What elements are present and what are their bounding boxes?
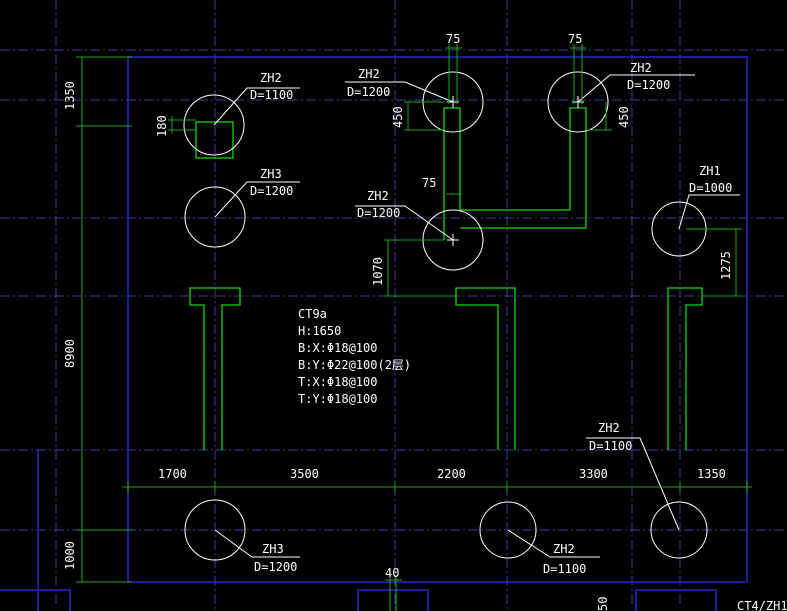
dim-bottom: 1700	[158, 467, 187, 481]
pile-centers	[447, 96, 584, 246]
pile-2	[547, 71, 609, 133]
dim-180: 180	[155, 115, 169, 137]
pile-label-dia: D=1100	[250, 88, 293, 102]
dim-75: 75	[422, 176, 436, 190]
pile-square-marker	[195, 121, 234, 159]
pile-label-type: ZH2	[260, 71, 282, 85]
dim-bottom: 3500	[290, 467, 319, 481]
column-2	[455, 287, 516, 450]
dim-1275: 1275	[719, 251, 733, 280]
dim-right-small: 50	[596, 597, 610, 611]
pile-label-type: ZH2	[598, 421, 620, 435]
column-1	[189, 287, 241, 450]
dim-left: 1350	[63, 81, 77, 110]
dim-75: 75	[446, 32, 460, 46]
dim-450: 450	[617, 106, 631, 128]
dim-1070: 1070	[371, 257, 385, 286]
cap-rebar-line: T:X:Φ18@100	[298, 375, 377, 389]
dimension-text: 1700 3500 2200 3300 1350 1350 8900 1000 …	[63, 32, 787, 611]
cap-rebar-line: T:Y:Φ18@100	[298, 392, 377, 406]
pile-label-type: ZH2	[553, 542, 575, 556]
pile-8	[650, 501, 708, 559]
dimension-lines	[76, 44, 752, 611]
cap-height: H:1650	[298, 324, 341, 338]
pile-label-type: ZH2	[358, 67, 380, 81]
cap-name: CT9a	[298, 307, 327, 321]
pile-label-dia: D=1100	[589, 439, 632, 453]
pile-label-type: ZH1	[699, 164, 721, 178]
cap-rebar-line: B:Y:Φ22@100(2层)	[298, 358, 411, 372]
dim-bottom: 2200	[437, 467, 466, 481]
pile-6	[184, 499, 246, 561]
pile-leaders	[213, 74, 740, 558]
pile-label-type: ZH3	[262, 542, 284, 556]
columns	[189, 107, 703, 450]
pile-labels: ZH2 D=1100 ZH2 D=1200 ZH2 D=1200 ZH3 D=1…	[250, 61, 732, 576]
pile-label-dia: D=1200	[627, 78, 670, 92]
pile-label-dia: D=1200	[250, 184, 293, 198]
pile-cap-outline[interactable]	[127, 56, 748, 583]
dim-bottom: 3300	[579, 467, 608, 481]
dim-40: 40	[385, 566, 399, 580]
cap-note: CT9a H:1650 B:X:Φ18@100 B:Y:Φ22@100(2层) …	[298, 307, 411, 406]
pile-label-dia: D=1200	[357, 206, 400, 220]
pile-label-dia: D=1000	[689, 181, 732, 195]
dim-75: 75	[568, 32, 582, 46]
pile-3	[184, 186, 246, 248]
edge-label: CT4/ZH1	[737, 599, 787, 611]
dim-bottom: 1350	[697, 467, 726, 481]
adjacent-caps	[0, 450, 717, 611]
pile-7	[479, 501, 537, 559]
pile-label-dia: D=1200	[347, 85, 390, 99]
dim-left: 1000	[63, 541, 77, 570]
pile-label-type: ZH2	[630, 61, 652, 75]
dim-left: 8900	[63, 339, 77, 368]
dim-450: 450	[391, 106, 405, 128]
pile-label-dia: D=1200	[254, 560, 297, 574]
pile-0	[183, 94, 245, 156]
cap-rebar-line: B:X:Φ18@100	[298, 341, 377, 355]
column-3	[667, 287, 703, 450]
pile-label-type: ZH3	[260, 167, 282, 181]
pile-label-type: ZH2	[367, 189, 389, 203]
tie-beam	[443, 107, 587, 240]
pile-label-dia: D=1100	[543, 562, 586, 576]
